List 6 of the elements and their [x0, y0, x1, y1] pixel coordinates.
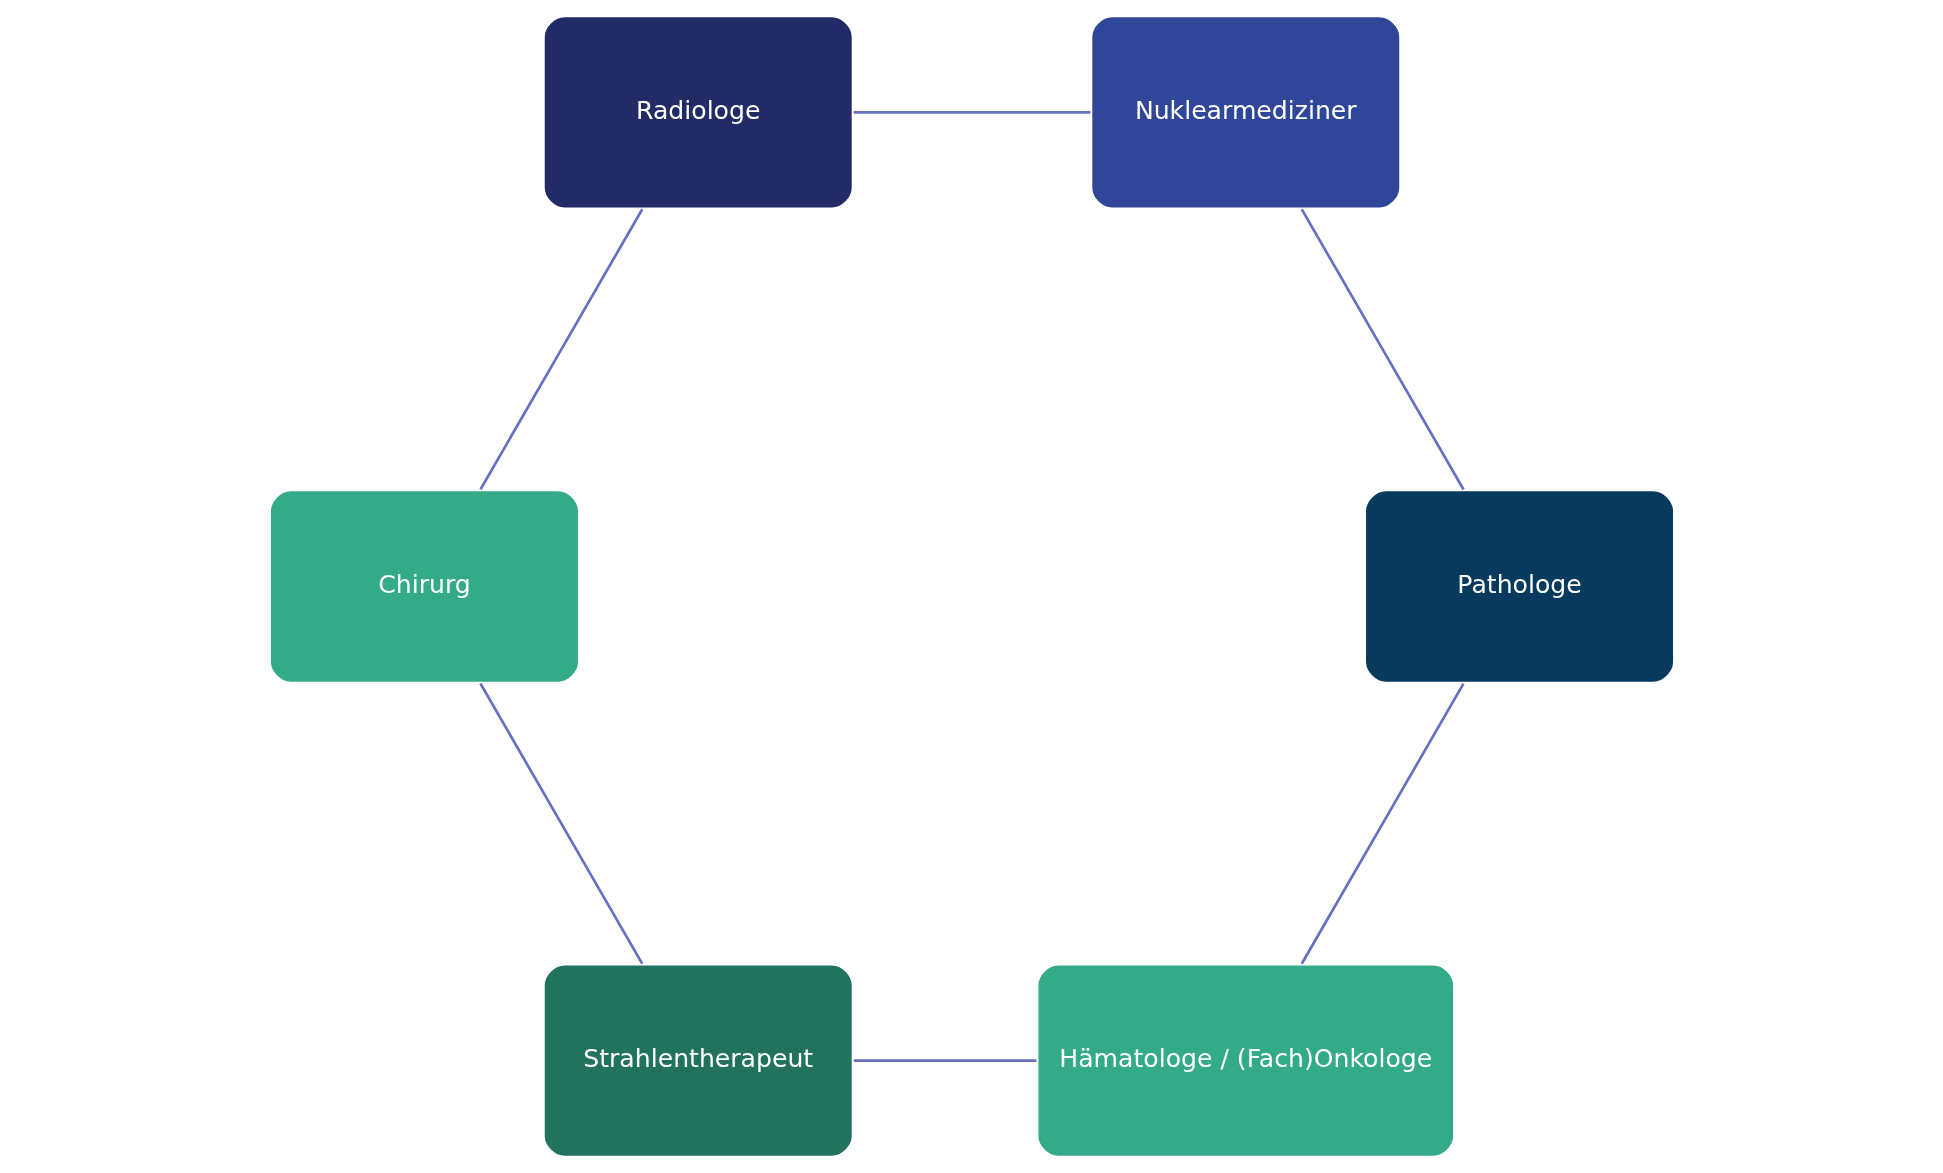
- connector: [1300, 208, 1465, 491]
- connector: [478, 682, 643, 965]
- connector: [853, 110, 1090, 114]
- connector: [1300, 682, 1465, 965]
- connector: [478, 208, 643, 491]
- connector: [853, 1059, 1036, 1063]
